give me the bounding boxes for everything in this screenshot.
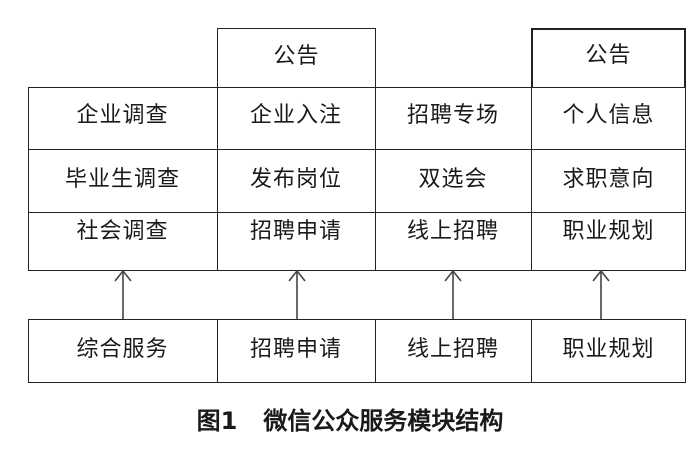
grid-cell: 双选会 <box>418 167 488 192</box>
grid-cell: 个人信息 <box>562 103 655 128</box>
service-cell-1: 综合服务 <box>28 319 217 383</box>
grid-divider-col1 <box>217 87 218 271</box>
service-label: 线上招聘 <box>406 337 499 362</box>
up-arrow-icon <box>288 269 306 320</box>
service-row-divider <box>217 319 218 383</box>
up-arrow-icon <box>592 269 610 320</box>
service-row-divider <box>375 319 376 383</box>
service-cell-4: 职业规划 <box>531 319 686 383</box>
notice-label: 公告 <box>585 43 632 68</box>
service-label: 综合服务 <box>76 337 169 362</box>
grid-cell: 企业入注 <box>249 103 342 128</box>
grid-cell: 职业规划 <box>562 219 655 244</box>
notice-box-col4: 公告 <box>531 28 686 89</box>
service-label: 职业规划 <box>562 337 655 362</box>
grid-cell: 线上招聘 <box>406 219 499 244</box>
service-label: 招聘申请 <box>249 337 342 362</box>
grid-divider-col2 <box>375 87 376 271</box>
grid-column-1: 企业调查 毕业生调查 社会调查 <box>28 87 217 271</box>
grid-cell: 企业调查 <box>76 103 169 128</box>
grid-divider-row1 <box>28 149 686 150</box>
figure-number: 图1 <box>196 407 238 435</box>
grid-column-4: 个人信息 求职意向 职业规划 <box>531 87 686 271</box>
figure-title: 微信公众服务模块结构 <box>263 407 504 435</box>
service-cell-3: 线上招聘 <box>375 319 531 383</box>
notice-box-col2: 公告 <box>217 28 376 89</box>
grid-cell: 招聘专场 <box>406 103 499 128</box>
notice-label: 公告 <box>273 44 320 69</box>
service-row-divider <box>531 319 532 383</box>
grid-column-3: 招聘专场 双选会 线上招聘 <box>375 87 531 271</box>
grid-cell: 招聘申请 <box>249 219 342 244</box>
grid-cell: 毕业生调查 <box>64 167 180 192</box>
grid-divider-col3 <box>531 87 532 271</box>
grid-cell: 求职意向 <box>562 167 655 192</box>
service-cell-2: 招聘申请 <box>217 319 375 383</box>
grid-cell: 发布岗位 <box>249 167 342 192</box>
grid-column-2: 企业入注 发布岗位 招聘申请 <box>217 87 375 271</box>
up-arrow-icon <box>114 269 132 320</box>
figure-caption: 图1 微信公众服务模块结构 <box>0 405 700 437</box>
module-grid <box>28 87 686 271</box>
service-row <box>28 319 686 383</box>
grid-cell: 社会调查 <box>76 219 169 244</box>
up-arrow-icon <box>444 269 462 320</box>
grid-divider-row2 <box>28 212 686 213</box>
